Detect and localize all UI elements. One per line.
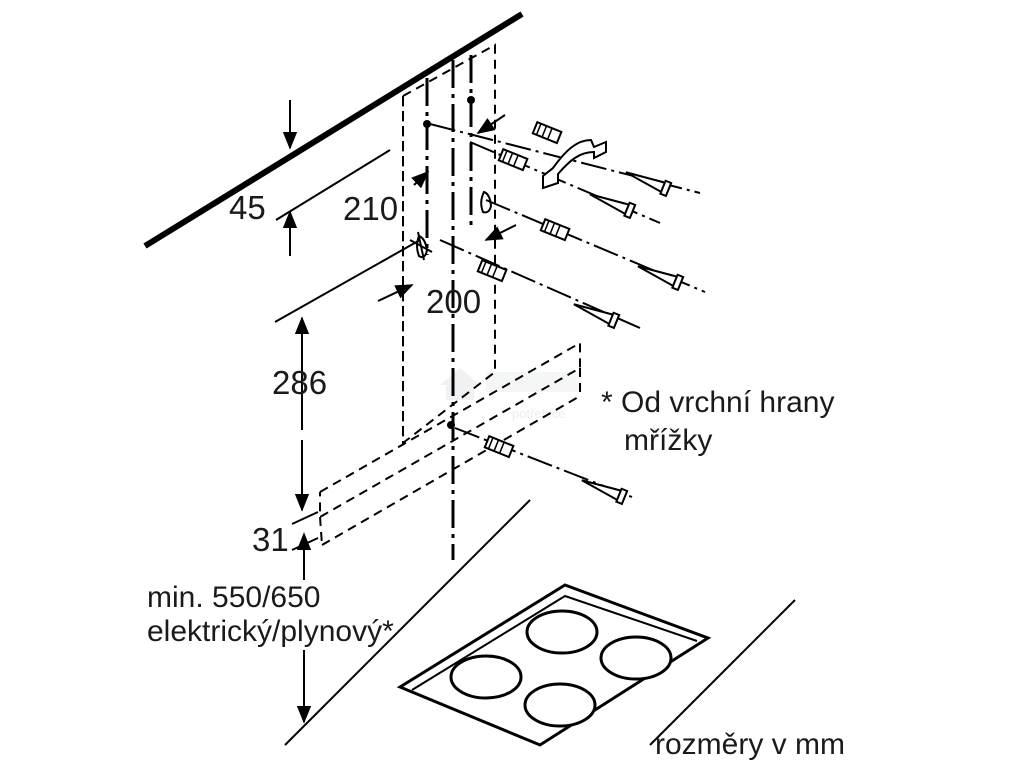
wall-keyholes <box>409 190 493 261</box>
cooktop <box>284 499 796 747</box>
ceiling-bracket-holes <box>423 96 475 429</box>
label-286: 286 <box>272 364 327 401</box>
watermark: potřebice <box>440 368 582 421</box>
burner-right <box>599 635 673 681</box>
min-clearance-line2: elektrický/plynový* <box>147 615 394 648</box>
burner-rear <box>525 609 599 655</box>
label-45: 45 <box>229 189 266 226</box>
ceiling-mounting-bracket <box>542 138 607 190</box>
hood-canopy <box>319 341 581 546</box>
units-label: rozměry v mm <box>655 728 845 761</box>
label-31: 31 <box>252 521 289 558</box>
screw-set <box>476 120 685 506</box>
burner-left <box>449 654 523 700</box>
min-clearance-line1: min. 550/650 <box>147 581 320 614</box>
footnote-line2: mřížky <box>624 424 712 457</box>
label-200: 200 <box>426 283 481 320</box>
dimension-210 <box>411 114 506 189</box>
burner-front <box>523 682 597 728</box>
footnote-line1: * Od vrchní hrany <box>601 386 834 419</box>
dimension-200 <box>274 224 517 323</box>
chimney-outline <box>402 43 496 446</box>
ceiling-line <box>143 11 524 249</box>
dimension-45 <box>275 100 391 256</box>
label-210: 210 <box>343 190 398 227</box>
dimension-31 <box>291 511 319 580</box>
svg-text:potřebice: potřebice <box>512 406 565 421</box>
